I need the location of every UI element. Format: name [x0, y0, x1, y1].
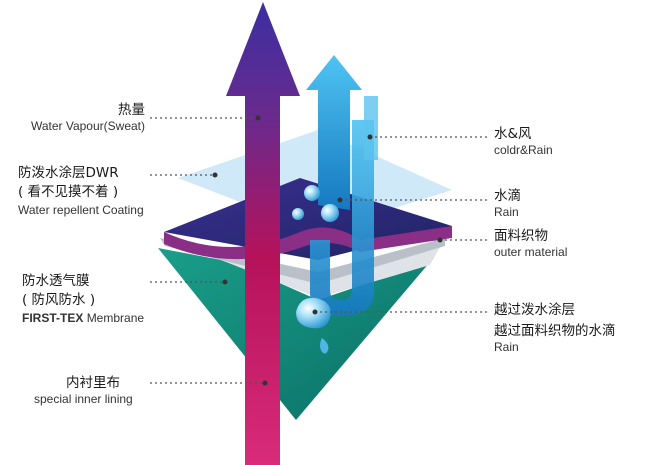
rain-arrow-u: [310, 120, 374, 316]
label-wind-rain-en: coldr&Rain: [494, 142, 553, 157]
label-membrane: 防水透气膜 ( 防风防水 ) FIRST-TEX Membrane: [22, 273, 144, 326]
label-outer-material-zh: 面料织物: [494, 228, 548, 244]
label-raindrop: 水滴 Rain: [494, 188, 521, 220]
right-leader-dots: [312, 134, 443, 315]
label-outer-material-en: outer material: [494, 244, 568, 259]
label-penetrating-drop-en: Rain: [494, 339, 519, 354]
label-penetrating-drop-zh2: 越过面料织物的水滴: [494, 322, 616, 339]
water-drop-3: [292, 208, 304, 220]
label-dwr-en: Water repellent Coating: [18, 202, 144, 217]
label-membrane-zh: 防水透气膜: [22, 273, 90, 289]
water-drop-falling: [320, 338, 329, 354]
label-heat-zh: 热量: [118, 102, 145, 118]
label-raindrop-en: Rain: [494, 204, 519, 219]
label-lining: 内衬里布 special inner lining: [34, 375, 133, 407]
label-dwr: 防泼水涂层DWR ( 看不见摸不着 ) Water repellent Coat…: [18, 165, 144, 218]
label-membrane-zh2: ( 防风防水 ): [22, 291, 96, 308]
membrane-layer: [160, 238, 445, 298]
water-drop-2: [321, 204, 339, 222]
label-wind-rain: 水&风 coldr&Rain: [494, 126, 553, 158]
label-raindrop-zh: 水滴: [494, 188, 521, 204]
label-membrane-suffix: Membrane: [86, 310, 145, 325]
label-membrane-en-line: FIRST-TEX Membrane: [22, 311, 144, 326]
label-heat: 热量 Water Vapour(Sweat): [31, 102, 145, 134]
label-heat-en: Water Vapour(Sweat): [30, 118, 145, 133]
label-wind-rain-zh: 水&风: [494, 126, 532, 142]
label-dwr-zh: 防泼水涂层DWR: [18, 165, 119, 181]
label-outer-material: 面料织物 outer material: [494, 228, 567, 260]
rain-arrow: [306, 55, 362, 210]
label-membrane-brand: FIRST-TEX: [22, 310, 84, 325]
left-leader-lines: [150, 117, 265, 384]
label-penetrating-drop: 越过泼水涂层 越过面料织物的水滴 Rain: [494, 302, 616, 355]
label-penetrating-drop-zh: 越过泼水涂层: [494, 302, 575, 318]
left-leader-dots: [212, 115, 268, 386]
water-drop-1: [304, 185, 320, 201]
heat-arrow: [226, 2, 300, 465]
wind-arrow-stub: [364, 96, 378, 160]
membrane-edge: [160, 238, 445, 284]
label-lining-en: special inner lining: [34, 391, 133, 406]
outer-fabric-edge: [164, 226, 452, 260]
label-lining-zh: 内衬里布: [66, 375, 120, 391]
right-leader-lines: [315, 136, 488, 313]
label-dwr-zh2: ( 看不见摸不着 ): [18, 183, 119, 200]
